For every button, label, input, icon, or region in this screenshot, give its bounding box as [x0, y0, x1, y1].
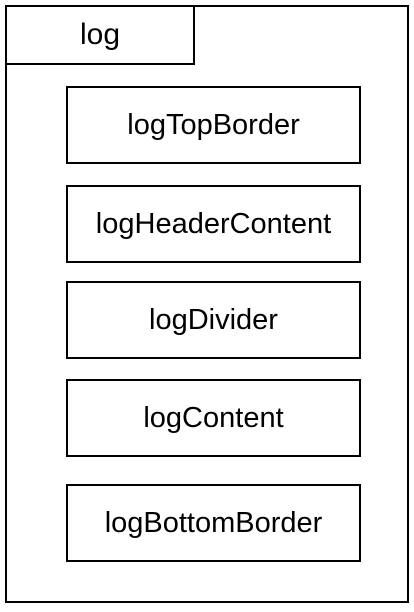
log-content-label: logContent — [143, 401, 284, 434]
log-divider-label: logDivider — [149, 303, 278, 336]
log-header-content-label: logHeaderContent — [95, 207, 332, 240]
log-top-border-box: logTopBorder — [66, 86, 361, 164]
log-divider-box: logDivider — [66, 281, 361, 359]
log-content-box: logContent — [66, 379, 361, 457]
log-header-content-box: logHeaderContent — [66, 185, 361, 263]
log-top-border-label: logTopBorder — [127, 108, 300, 141]
log-container-label: log — [79, 18, 121, 51]
log-bottom-border-box: logBottomBorder — [66, 484, 361, 562]
log-container-box — [5, 5, 409, 603]
log-bottom-border-label: logBottomBorder — [104, 506, 323, 539]
log-container-label-tab: log — [5, 5, 195, 65]
